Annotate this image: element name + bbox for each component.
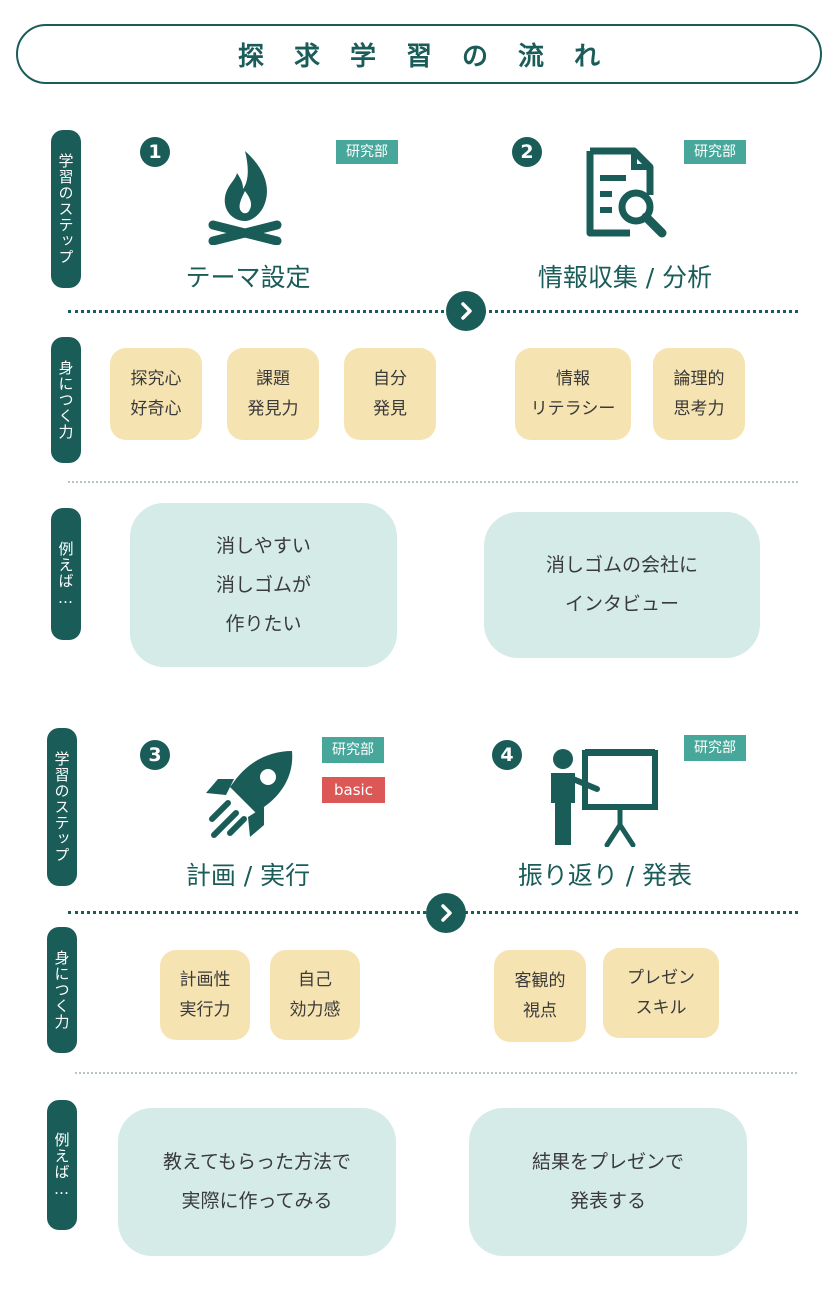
chevron-right-icon <box>426 893 466 933</box>
side-label-steps: 学習のステップ <box>47 728 77 886</box>
side-label-skills: 身につく力 <box>51 337 81 463</box>
section-divider <box>68 481 798 483</box>
skill-badge: 自分発見 <box>344 348 436 440</box>
section-divider <box>75 1072 797 1074</box>
tag-research-club: 研究部 <box>684 735 746 761</box>
step-number-2: 2 <box>512 137 542 167</box>
step-divider <box>68 310 798 313</box>
tag-research-club: 研究部 <box>322 737 384 763</box>
example-card: 消しゴムの会社に インタビュー <box>484 512 760 658</box>
example-card: 消しやすい 消しゴムが 作りたい <box>130 503 397 667</box>
skill-badge: 課題発見力 <box>227 348 319 440</box>
step-number-3: 3 <box>140 740 170 770</box>
step-label-2: 情報収集 / 分析 <box>537 263 713 292</box>
skill-badge: 客観的視点 <box>494 950 586 1042</box>
document-search-icon <box>580 145 670 240</box>
skill-badge: 計画性実行力 <box>160 950 250 1040</box>
tag-basic: basic <box>322 777 385 803</box>
tag-research-club: 研究部 <box>684 140 746 164</box>
example-card: 教えてもらった方法で 実際に作ってみる <box>118 1108 396 1256</box>
step-label-3: 計画 / 実行 <box>185 861 311 890</box>
side-label-steps: 学習のステップ <box>51 130 81 288</box>
skill-badge: 自己効力感 <box>270 950 360 1040</box>
skill-badge: 論理的思考力 <box>653 348 745 440</box>
skill-badge: プレゼンスキル <box>603 948 719 1038</box>
side-label-examples: 例えば… <box>47 1100 77 1230</box>
step-number-4: 4 <box>492 740 522 770</box>
chevron-right-icon <box>446 291 486 331</box>
side-label-examples: 例えば… <box>51 508 81 640</box>
step-label-4: 振り返り / 発表 <box>517 861 693 890</box>
tag-research-club: 研究部 <box>336 140 398 164</box>
presentation-icon <box>545 745 660 848</box>
skill-badge: 情報リテラシー <box>515 348 631 440</box>
example-card: 結果をプレゼンで 発表する <box>469 1108 747 1256</box>
rocket-icon <box>200 745 300 845</box>
step-number-1: 1 <box>140 137 170 167</box>
campfire-icon <box>205 145 285 246</box>
side-label-skills: 身につく力 <box>47 927 77 1053</box>
step-label-1: テーマ設定 <box>185 263 311 292</box>
skill-badge: 探究心好奇心 <box>110 348 202 440</box>
page-title: 探求学習の流れ <box>16 24 822 84</box>
